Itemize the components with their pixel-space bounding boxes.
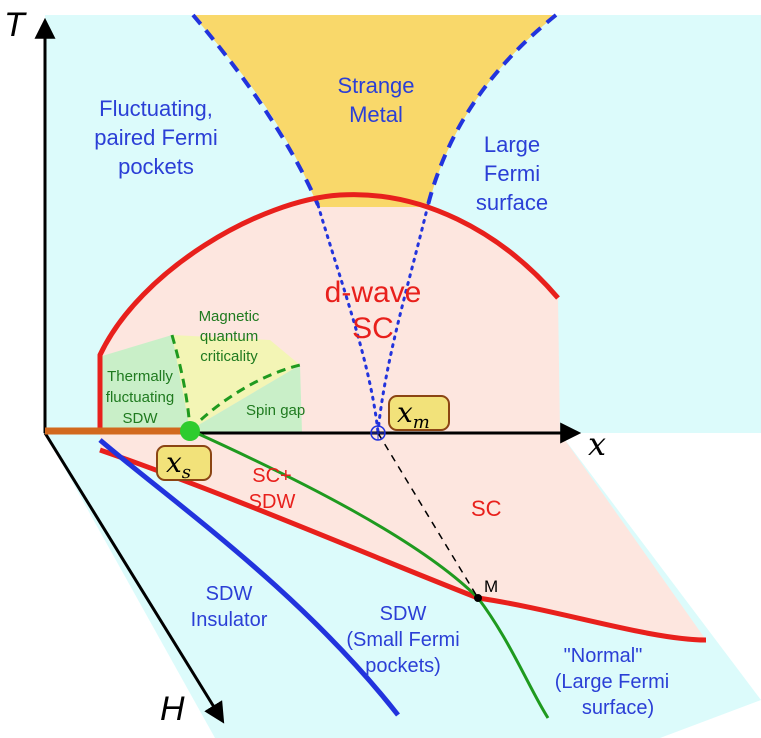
svg-text:quantum: quantum bbox=[200, 328, 258, 345]
thermally-fluctuating-region bbox=[100, 335, 190, 430]
svg-text:pockets): pockets) bbox=[365, 655, 441, 677]
h-axis-label: H bbox=[160, 690, 185, 728]
t-axis-label: T bbox=[4, 6, 27, 44]
sdw-insulator-label: SDW Insulator bbox=[191, 583, 268, 631]
xs-label: xs bbox=[166, 446, 191, 483]
svg-text:SDW: SDW bbox=[206, 583, 253, 605]
sc-dome-boundary bbox=[97, 192, 560, 433]
sdw-boundary-line bbox=[189, 428, 550, 719]
sdw-small-fermi-pockets-label: SDW (Small Fermi pockets) bbox=[346, 603, 459, 677]
m-label: M bbox=[484, 577, 498, 596]
svg-text:SC: SC bbox=[352, 312, 394, 345]
normal-large-fermi-surface-label: "Normal" (Large Fermi surface) bbox=[555, 645, 669, 719]
svg-text:criticality: criticality bbox=[200, 348, 258, 365]
svg-text:Fermi: Fermi bbox=[484, 161, 540, 186]
svg-text:pockets: pockets bbox=[118, 154, 194, 179]
insulator-boundary-line bbox=[98, 438, 400, 717]
xm-to-m-dashed-line bbox=[377, 432, 479, 599]
svg-text:Magnetic: Magnetic bbox=[199, 308, 260, 325]
xs-point bbox=[180, 421, 200, 441]
h-axis bbox=[43, 432, 225, 724]
m-point bbox=[474, 594, 482, 602]
strange-metal-label: Strange Metal bbox=[337, 73, 414, 127]
svg-text:Large: Large bbox=[484, 132, 540, 157]
spin-gap-label: Spin gap bbox=[246, 402, 305, 419]
svg-text:SDW: SDW bbox=[249, 491, 296, 513]
svg-text:Insulator: Insulator bbox=[191, 609, 268, 631]
xs-label-box bbox=[156, 445, 212, 481]
svg-text:"Normal": "Normal" bbox=[564, 645, 643, 667]
svg-text:SC+: SC+ bbox=[252, 465, 291, 487]
large-fermi-surface-label: Large Fermi surface bbox=[476, 132, 548, 215]
svg-text:(Small Fermi: (Small Fermi bbox=[346, 629, 459, 651]
spin-gap-region bbox=[190, 365, 302, 433]
svg-text:Metal: Metal bbox=[349, 102, 403, 127]
svg-text:Fluctuating,: Fluctuating, bbox=[99, 96, 213, 121]
svg-text:d-wave: d-wave bbox=[325, 276, 422, 309]
magnetic-quantum-criticality-label: Magnetic quantum criticality bbox=[199, 308, 260, 365]
svg-text:Strange: Strange bbox=[337, 73, 414, 98]
crossover-dotted-left bbox=[316, 203, 380, 434]
quantum-critical-left-dashed bbox=[170, 334, 192, 431]
spin-gap-dashed bbox=[188, 363, 301, 432]
dwave-sc-label: d-wave SC bbox=[325, 276, 422, 345]
strange-metal-region bbox=[193, 15, 556, 207]
svg-text:surface): surface) bbox=[582, 697, 654, 719]
quantum-criticality-region bbox=[172, 335, 300, 430]
fluctuating-pockets-label: Fluctuating, paired Fermi pockets bbox=[94, 96, 217, 179]
svg-text:Thermally: Thermally bbox=[107, 368, 173, 385]
x-axis-label: x bbox=[588, 425, 606, 463]
svg-text:fluctuating: fluctuating bbox=[106, 389, 174, 406]
sc-upper-critical-field-line bbox=[99, 447, 707, 643]
strange-metal-left-boundary bbox=[191, 13, 320, 206]
svg-text:surface: surface bbox=[476, 190, 548, 215]
strange-metal-right-boundary bbox=[426, 13, 558, 206]
xm-label-box bbox=[388, 395, 450, 431]
svg-text:paired Fermi: paired Fermi bbox=[94, 125, 217, 150]
sc-label: SC bbox=[471, 496, 502, 521]
xm-label: xm bbox=[397, 396, 430, 433]
sc-hx-region bbox=[100, 433, 706, 640]
sc-sdw-label: SC+ SDW bbox=[249, 465, 296, 513]
svg-text:SDW: SDW bbox=[380, 603, 427, 625]
thermally-fluctuating-sdw-label: Thermally fluctuating SDW bbox=[106, 368, 174, 427]
svg-text:SDW: SDW bbox=[123, 410, 159, 427]
svg-text:(Large Fermi: (Large Fermi bbox=[555, 671, 669, 693]
